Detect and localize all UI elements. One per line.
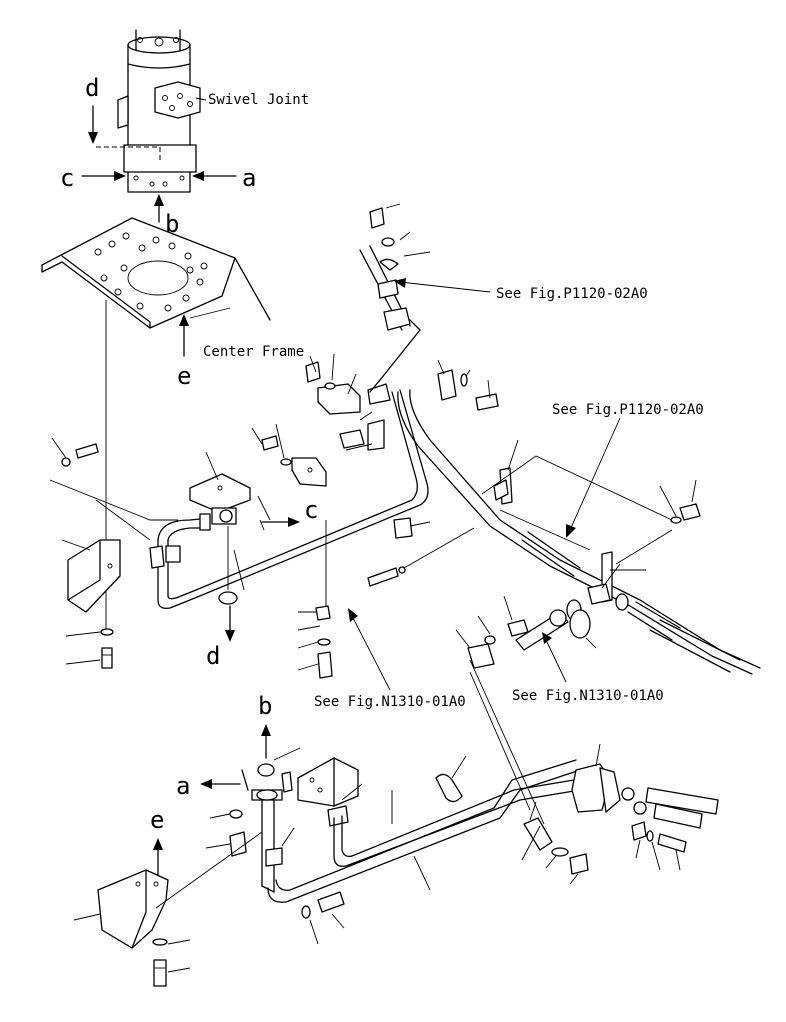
view-marker-c-top: c	[60, 164, 74, 192]
center-frame-label: Center Frame	[203, 344, 304, 360]
bolt-group-n1310	[467, 609, 591, 669]
view-arrow-a-top	[192, 171, 237, 181]
leader-see-p1120-b	[566, 417, 621, 538]
see-fig-n1310-label-a: See Fig.N1310-01A0	[314, 694, 466, 710]
hose-tube-upper	[149, 389, 429, 609]
leader-see-n1310-b	[542, 632, 567, 683]
see-fig-p1120-label-a: See Fig.P1120-02A0	[496, 286, 648, 302]
threaded-pipe-right	[493, 479, 681, 641]
lower-swivel-fitting	[229, 757, 359, 893]
view-arrow-d-top	[88, 105, 98, 144]
see-fig-p1120-label-b: See Fig.P1120-02A0	[552, 402, 704, 418]
hose-tube-lower	[265, 759, 581, 903]
view-arrow-e-top	[179, 314, 189, 357]
view-arrow-a-low	[200, 779, 241, 789]
swivel-joint-label: Swivel Joint	[208, 92, 309, 108]
center-frame-plate	[41, 217, 271, 329]
bolt-stack-mid	[315, 566, 406, 679]
left-bracket-lower	[97, 869, 169, 987]
view-arrow-c-mid	[261, 517, 300, 527]
small-parts-right	[437, 369, 701, 621]
see-fig-n1310-label-b: See Fig.N1310-01A0	[512, 688, 664, 704]
view-marker-a-top: a	[242, 164, 256, 192]
bolt-stack-lower	[301, 891, 345, 919]
lower-right-parts	[435, 763, 719, 875]
hose-tube-right	[397, 389, 761, 675]
view-marker-b-low: b	[258, 692, 272, 720]
view-arrow-b-low	[261, 724, 271, 759]
view-arrow-e-low	[153, 838, 163, 877]
flange-assembly-top	[359, 207, 421, 393]
view-arrow-d-mid	[225, 605, 235, 642]
view-marker-d-top: d	[85, 74, 99, 102]
small-parts-mid	[261, 361, 413, 539]
view-marker-e-top: e	[177, 362, 191, 390]
view-marker-c-mid: c	[304, 496, 318, 524]
view-arrow-b-top	[154, 194, 164, 223]
leader-see-p1120-a	[394, 278, 491, 293]
left-bracket-upper	[67, 539, 121, 613]
swivel-joint	[96, 29, 201, 193]
view-marker-a-low: a	[176, 772, 190, 800]
view-marker-b-top: b	[165, 210, 179, 238]
view-marker-d-mid: d	[206, 642, 220, 670]
leader-see-n1310-a	[348, 608, 391, 691]
view-marker-e-low: e	[150, 806, 164, 834]
joint-block-mid	[189, 473, 251, 605]
view-arrow-c-top	[81, 171, 126, 181]
